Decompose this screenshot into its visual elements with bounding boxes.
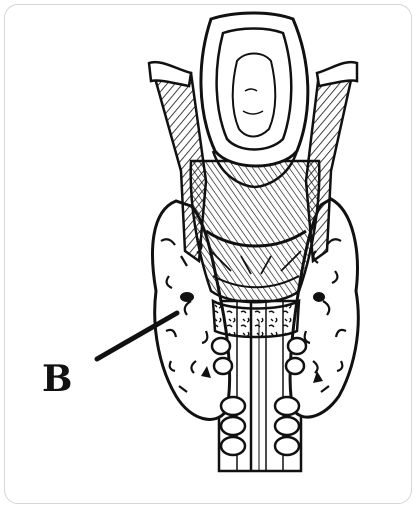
epiglottis xyxy=(201,13,308,187)
figure-card: B xyxy=(4,4,412,504)
label-b: B xyxy=(42,361,72,397)
thyroid-larynx-illustration xyxy=(5,5,412,504)
larynx xyxy=(191,161,320,302)
